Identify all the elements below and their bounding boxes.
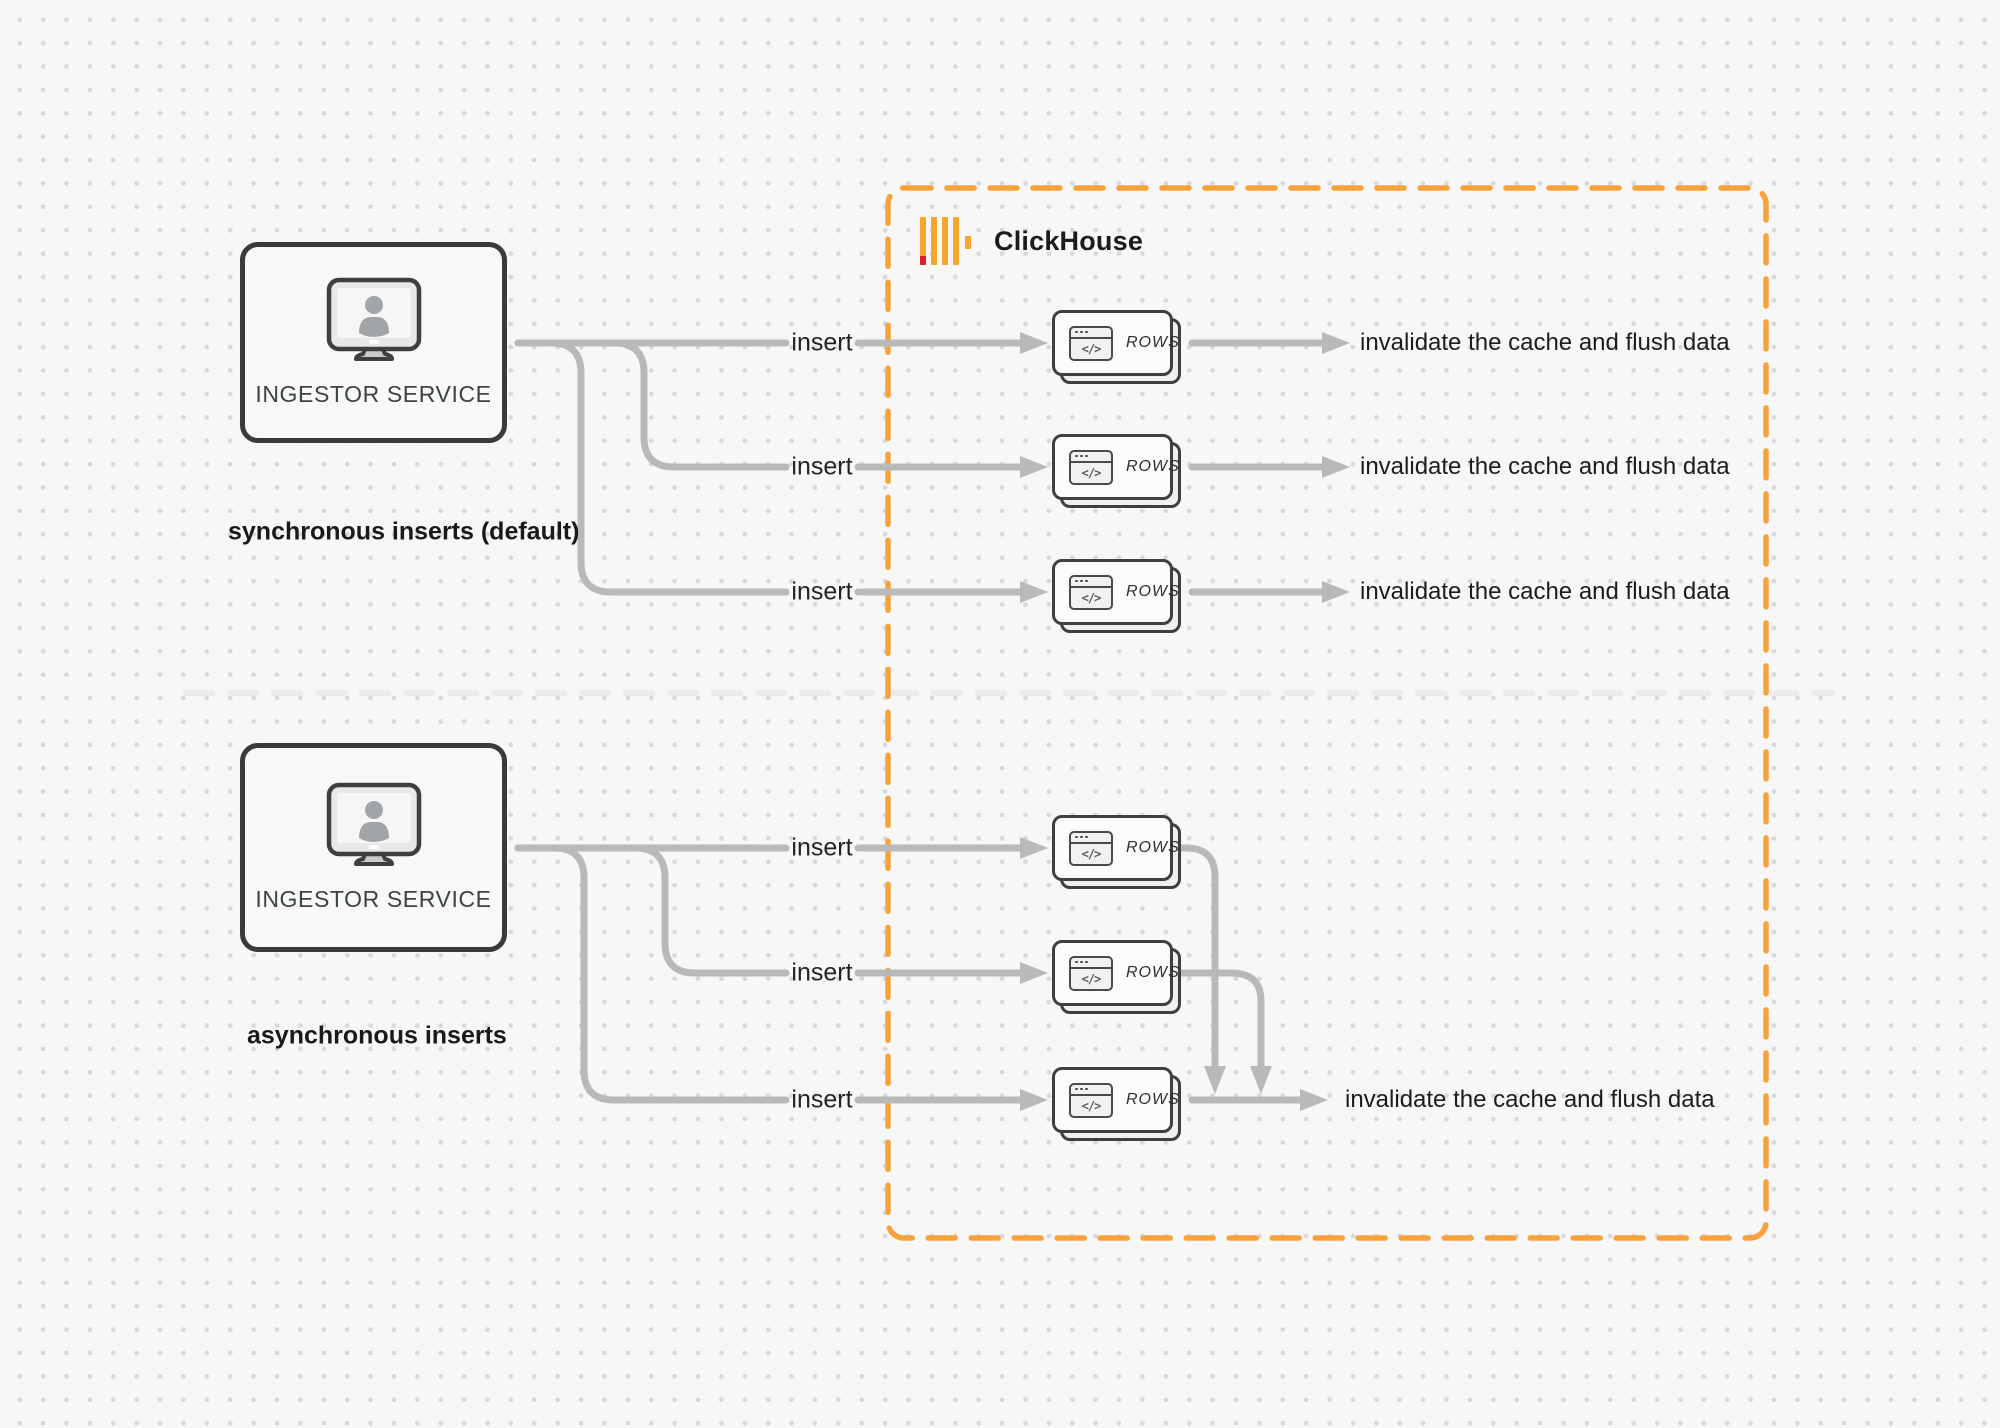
insert-label: insert (791, 958, 853, 987)
rows-node: </> ROWS (1052, 434, 1181, 508)
rows-node-label: ROWS (1126, 583, 1180, 600)
sync-caption: synchronous inserts (default) (228, 517, 580, 546)
rows-node-label: ROWS (1126, 1091, 1180, 1108)
async-caption: asynchronous inserts (247, 1021, 507, 1050)
clickhouse-wordmark: ClickHouse (994, 225, 1144, 256)
result-label: invalidate the cache and flush data (1360, 578, 1730, 605)
result-label: invalidate the cache and flush data (1345, 1086, 1715, 1113)
gray-connector-lines (514, 339, 1326, 1104)
rows-node-label: ROWS (1126, 839, 1180, 856)
rows-node: </> ROWS (1052, 559, 1181, 633)
ingestor-service-box-sync: INGESTOR SERVICE (240, 242, 507, 443)
rows-node: </> ROWS (1052, 1067, 1181, 1141)
insert-label: insert (791, 452, 853, 481)
clickhouse-logo: ClickHouse (920, 217, 1143, 265)
rows-node: </> ROWS (1052, 815, 1181, 889)
rows-node-label: ROWS (1126, 458, 1180, 475)
insert-label: insert (791, 577, 853, 606)
result-label: invalidate the cache and flush data (1360, 453, 1730, 480)
code-window-icon: </> (1069, 574, 1113, 610)
rows-node: </> ROWS (1052, 310, 1181, 384)
clickhouse-bars-icon (920, 217, 972, 265)
code-window-icon: </> (1069, 955, 1113, 991)
ingestor-service-label: INGESTOR SERVICE (255, 381, 492, 407)
monitor-user-icon (326, 277, 421, 361)
rows-node-label: ROWS (1126, 964, 1180, 981)
result-label: invalidate the cache and flush data (1360, 329, 1730, 356)
code-window-icon: </> (1069, 1082, 1113, 1118)
clickhouse-container-border (885, 185, 1769, 1241)
insert-label: insert (791, 1085, 853, 1114)
ingestor-service-label: INGESTOR SERVICE (255, 886, 492, 912)
code-window-icon: </> (1069, 449, 1113, 485)
code-window-icon: </> (1069, 830, 1113, 866)
monitor-user-icon (326, 782, 421, 866)
clickhouse-red-accent (920, 256, 926, 265)
rows-node: </> ROWS (1052, 940, 1181, 1014)
rows-node-label: ROWS (1126, 334, 1180, 351)
ingestor-service-box-async: INGESTOR SERVICE (240, 743, 507, 952)
code-window-icon: </> (1069, 325, 1113, 361)
insert-label: insert (791, 833, 853, 862)
insert-label: insert (791, 328, 853, 357)
arrowheads (1020, 332, 1350, 1111)
